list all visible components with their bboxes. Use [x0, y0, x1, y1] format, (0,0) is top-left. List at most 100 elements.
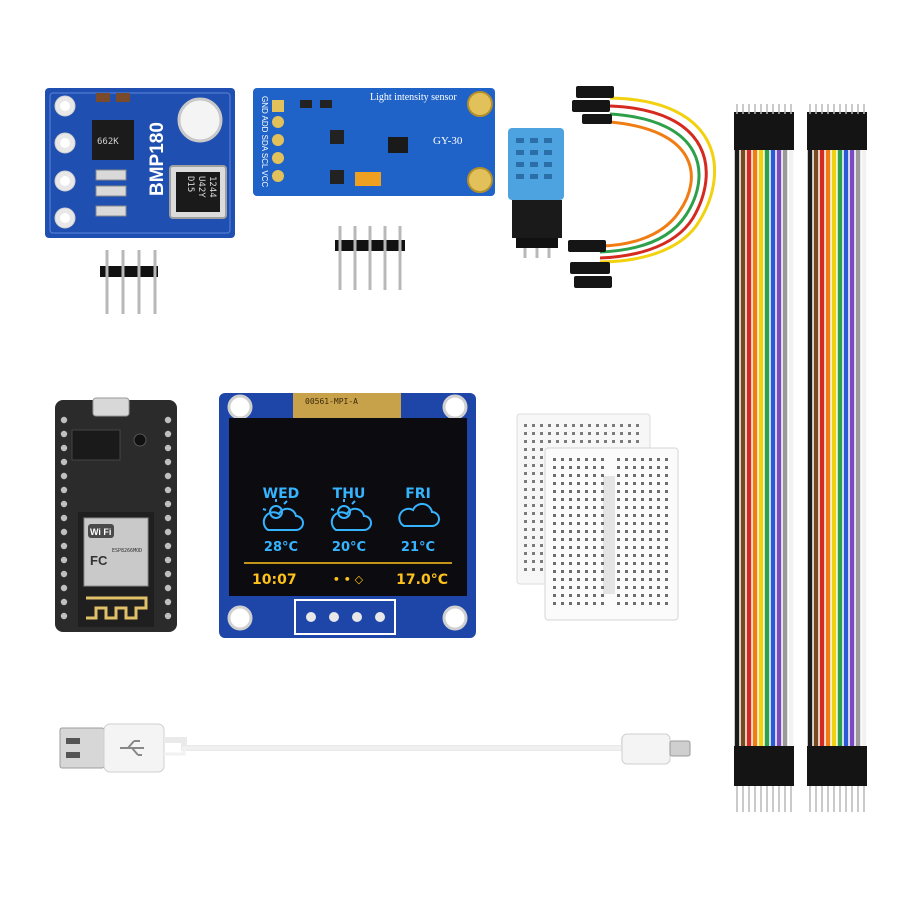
breadboard-hole	[585, 490, 588, 493]
breadboard-hole	[564, 432, 567, 435]
breadboard-hole	[620, 440, 623, 443]
usb-a-connector	[59, 727, 105, 769]
breadboard-hole	[625, 474, 628, 477]
breadboard-hole	[585, 506, 588, 509]
nodemcu-pin	[164, 430, 172, 438]
jumper-wire-bundle-right	[807, 104, 867, 812]
dupont-cable-short	[599, 96, 717, 264]
breadboard-hole	[585, 466, 588, 469]
breadboard-hole	[577, 458, 580, 461]
breadboard-hole	[649, 594, 652, 597]
breadboard-hole	[540, 448, 543, 451]
breadboard-hole	[633, 490, 636, 493]
oled-forecast-thu: THU 20°C	[330, 486, 372, 555]
breadboard-hole	[593, 530, 596, 533]
breadboard-hole	[649, 498, 652, 501]
breadboard-hole	[553, 586, 556, 589]
breadboard-hole	[601, 514, 604, 517]
breadboard-hole	[540, 544, 543, 547]
nodemcu-pin	[60, 500, 68, 508]
breadboard-hole	[553, 522, 556, 525]
cloud-icon	[398, 502, 440, 527]
breadboard-hole	[665, 562, 668, 565]
bmp180-chip-code: 1244	[207, 176, 217, 198]
breadboard-hole	[633, 602, 636, 605]
breadboard-hole	[524, 520, 527, 523]
nodemcu-pin	[164, 612, 172, 620]
breadboard-hole	[561, 546, 564, 549]
breadboard-hole	[540, 512, 543, 515]
breadboard-hole	[604, 424, 607, 427]
micro-usb-connector	[621, 733, 671, 765]
oled-display-module: 00561-MPI-A WED 28°C THU 20°C	[219, 393, 476, 638]
breadboard-hole	[617, 522, 620, 525]
breadboard-hole	[524, 488, 527, 491]
breadboard-hole	[561, 554, 564, 557]
breadboard-hole	[649, 538, 652, 541]
nodemcu-pin	[164, 514, 172, 522]
breadboard-hole	[665, 506, 668, 509]
breadboard-hole	[641, 522, 644, 525]
breadboard-hole	[553, 546, 556, 549]
dupont-connectors	[568, 86, 614, 288]
nodemcu-module-name: ESP8266MOD	[112, 548, 142, 554]
breadboard-hole	[577, 594, 580, 597]
breadboard-hole	[665, 594, 668, 597]
breadboard-hole	[657, 506, 660, 509]
gy30-header-pins	[335, 226, 405, 290]
breadboard-hole	[561, 602, 564, 605]
breadboard-hole	[649, 554, 652, 557]
breadboard-hole	[569, 602, 572, 605]
jumper-connector-top	[813, 112, 819, 150]
breadboard-hole	[617, 458, 620, 461]
breadboard-hole	[625, 458, 628, 461]
breadboard-hole	[556, 432, 559, 435]
jumper-connector-top	[843, 112, 849, 150]
breadboard-hole	[665, 474, 668, 477]
nodemcu-pin	[164, 528, 172, 536]
breadboard-hole	[657, 554, 660, 557]
breadboard-hole	[532, 472, 535, 475]
breadboard-hole	[633, 514, 636, 517]
breadboard-hole	[620, 424, 623, 427]
breadboard-hole	[569, 482, 572, 485]
breadboard-hole	[617, 466, 620, 469]
breadboard-hole	[636, 440, 639, 443]
breadboard-hole	[641, 490, 644, 493]
breadboard-hole	[641, 570, 644, 573]
breadboard-hole	[641, 586, 644, 589]
breadboard-hole	[657, 602, 660, 605]
breadboard-hole	[532, 552, 535, 555]
breadboard-hole	[593, 562, 596, 565]
breadboard-hole	[532, 496, 535, 499]
nodemcu-pin	[60, 416, 68, 424]
breadboard-hole	[665, 482, 668, 485]
breadboard-hole	[633, 546, 636, 549]
breadboard-hole	[617, 546, 620, 549]
nodemcu-board: Wi Fi FC ESP8266MOD	[55, 397, 177, 632]
breadboard-hole	[665, 514, 668, 517]
jumper-connector-bottom	[788, 746, 794, 786]
breadboard-hole	[649, 482, 652, 485]
gy30-pin-pads	[272, 100, 284, 182]
breadboard-hole	[625, 466, 628, 469]
breadboard-hole	[524, 496, 527, 499]
breadboard-hole	[617, 586, 620, 589]
breadboard-hole	[580, 432, 583, 435]
breadboard-hole	[625, 594, 628, 597]
breadboard-hole	[561, 490, 564, 493]
breadboard-hole	[641, 594, 644, 597]
breadboard-hole	[625, 602, 628, 605]
breadboard-hole	[540, 432, 543, 435]
breadboard-hole	[561, 506, 564, 509]
breadboard-hole	[593, 578, 596, 581]
breadboard-hole	[524, 448, 527, 451]
breadboard-hole	[585, 514, 588, 517]
breadboard-hole	[633, 570, 636, 573]
breadboard-hole	[524, 504, 527, 507]
breadboard-hole	[593, 482, 596, 485]
breadboard-hole	[601, 482, 604, 485]
jumper-connector-bottom	[752, 746, 758, 786]
breadboard-hole	[617, 570, 620, 573]
breadboard-hole	[572, 424, 575, 427]
